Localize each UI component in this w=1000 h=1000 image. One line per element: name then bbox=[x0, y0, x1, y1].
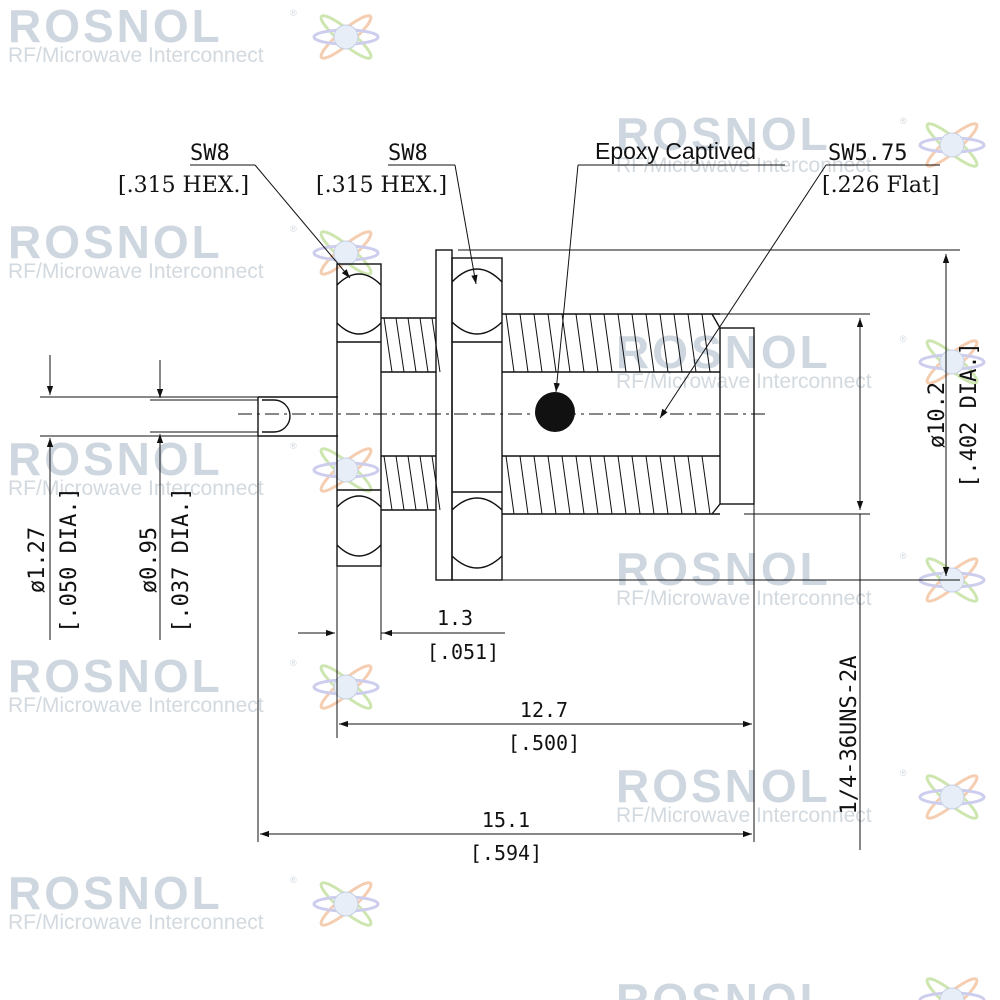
watermark-registered: ® bbox=[290, 875, 297, 885]
watermark-l2: ROSNOL ® RF/Microwave Interconnect bbox=[8, 216, 380, 283]
dim-127-in-group: [.050 DIA.] bbox=[57, 487, 82, 633]
watermark-logo-icon bbox=[312, 225, 380, 281]
callouts: SW8 [.315 HEX.] SW8 [.315 HEX.] Epoxy Ca… bbox=[118, 138, 940, 419]
watermark-r5: ROSNOL bbox=[616, 972, 986, 1000]
watermark-l5: ROSNOL ® RF/Microwave Interconnect bbox=[8, 867, 380, 934]
epoxy-dot bbox=[535, 392, 575, 432]
panel-washer bbox=[435, 249, 453, 581]
watermark-tagline: RF/Microwave Interconnect bbox=[8, 911, 264, 934]
flat-label: [.226 Flat] bbox=[822, 173, 939, 198]
watermark-registered: ® bbox=[290, 224, 297, 234]
hex-left-label: [.315 HEX.] bbox=[118, 173, 249, 198]
threaded-body bbox=[502, 313, 755, 515]
dim-13-in-value: [.051] bbox=[427, 640, 499, 664]
short-thread bbox=[381, 317, 441, 511]
watermark-registered: ® bbox=[290, 8, 297, 18]
watermark-registered: ® bbox=[290, 658, 297, 668]
connector-body bbox=[238, 249, 770, 581]
watermark-r4: ROSNOL ® RF/Microwave Interconnect bbox=[616, 760, 986, 827]
watermark-registered: ® bbox=[900, 551, 907, 561]
dimensions: ø10.2 [.402 DIA.] 1/4-36UNS-2A ø1.27 [.0… bbox=[25, 249, 982, 865]
watermark-logo-icon bbox=[312, 876, 380, 932]
hex-right-label: [.315 HEX.] bbox=[316, 173, 447, 198]
dim-102-in-group: [.402 DIA.] bbox=[957, 342, 982, 488]
watermark-tagline: RF/Microwave Interconnect bbox=[8, 44, 264, 67]
watermark-registered: ® bbox=[900, 116, 907, 126]
epoxy-label: Epoxy Captived bbox=[595, 138, 756, 164]
watermark-r3: ROSNOL ® RF/Microwave Interconnect bbox=[616, 543, 986, 610]
sw8-right-label: SW8 bbox=[388, 141, 428, 166]
watermark-tagline: RF/Microwave Interconnect bbox=[616, 587, 872, 610]
watermark-tagline: RF/Microwave Interconnect bbox=[616, 804, 872, 827]
dim-151-in-value: [.594] bbox=[470, 841, 542, 865]
dim-102-value: ø10.2 bbox=[925, 382, 950, 448]
dim-102-in-value: [.402 DIA.] bbox=[957, 342, 982, 488]
watermark-tagline: RF/Microwave Interconnect bbox=[8, 477, 264, 500]
watermark-logo-icon bbox=[312, 442, 380, 498]
sw575-label: SW5.75 bbox=[828, 141, 907, 166]
sw8-left-label: SW8 bbox=[190, 141, 230, 166]
watermark-brand: ROSNOL bbox=[8, 216, 223, 268]
watermark-logo-icon bbox=[312, 9, 380, 65]
thread-label-group: 1/4-36UNS-2A bbox=[837, 656, 862, 815]
watermark-logo-icon bbox=[918, 769, 986, 825]
watermark-brand: ROSNOL bbox=[616, 760, 831, 812]
dim-095-group: ø0.95 bbox=[137, 527, 162, 593]
watermark-brand: ROSNOL bbox=[8, 650, 223, 702]
watermark-brand: ROSNOL bbox=[8, 867, 223, 919]
thread-label: 1/4-36UNS-2A bbox=[837, 656, 862, 815]
dim-127len-value: 12.7 bbox=[520, 698, 568, 722]
watermark-brand: ROSNOL bbox=[616, 974, 831, 1000]
right-hex-nut bbox=[451, 257, 503, 581]
watermark-registered: ® bbox=[900, 334, 907, 344]
dim-102-group: ø10.2 bbox=[925, 382, 950, 448]
watermark-logo-icon bbox=[312, 659, 380, 715]
center-pin bbox=[257, 396, 338, 437]
watermark-registered: ® bbox=[290, 441, 297, 451]
watermark-tagline: RF/Microwave Interconnect bbox=[616, 370, 872, 393]
watermark-brand: ROSNOL bbox=[8, 433, 223, 485]
watermark-registered: ® bbox=[900, 768, 907, 778]
watermark-brand: ROSNOL bbox=[616, 543, 831, 595]
watermark-l3: ROSNOL ® RF/Microwave Interconnect bbox=[8, 433, 380, 500]
dim-151-value: 15.1 bbox=[482, 808, 530, 832]
dim-095-value: ø0.95 bbox=[137, 527, 162, 593]
watermark-brand: ROSNOL bbox=[8, 0, 223, 52]
watermark-logo-icon bbox=[918, 972, 986, 1000]
dim-095-in-value: [.037 DIA.] bbox=[169, 487, 194, 633]
watermark-l4: ROSNOL ® RF/Microwave Interconnect bbox=[8, 650, 380, 717]
dim-127-in-value: [.050 DIA.] bbox=[57, 487, 82, 633]
watermark-brand: ROSNOL bbox=[616, 108, 831, 160]
watermark-layer: ROSNOL ® RF/Microwave Interconnect ROSNO… bbox=[8, 0, 986, 1000]
dim-095-in-group: [.037 DIA.] bbox=[169, 487, 194, 633]
watermark-logo-icon bbox=[918, 117, 986, 173]
left-hex-nut bbox=[336, 263, 382, 567]
dim-127len-in-value: [.500] bbox=[508, 731, 580, 755]
dim-127-value: ø1.27 bbox=[25, 527, 50, 593]
dim-13-value: 1.3 bbox=[437, 606, 473, 630]
watermark-tagline: RF/Microwave Interconnect bbox=[8, 694, 264, 717]
dim-127-group: ø1.27 bbox=[25, 527, 50, 593]
watermark-tl: ROSNOL ® RF/Microwave Interconnect bbox=[8, 0, 380, 67]
watermark-tagline: RF/Microwave Interconnect bbox=[8, 260, 264, 283]
